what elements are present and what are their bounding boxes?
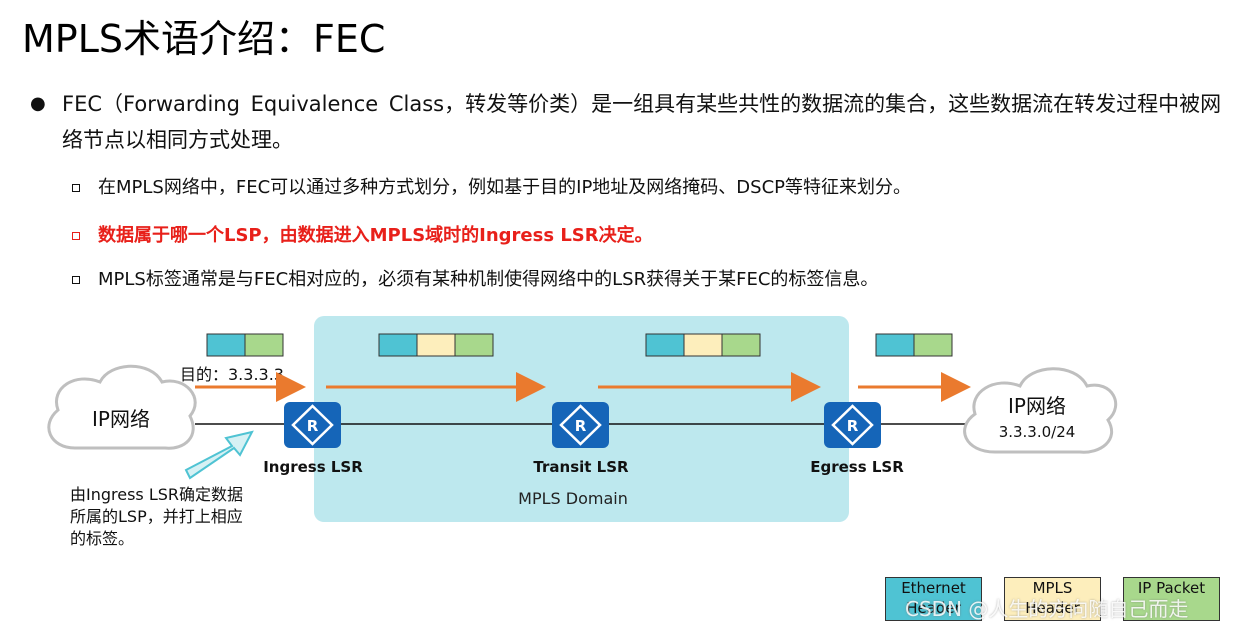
legend-label: IP Packet xyxy=(1137,579,1206,597)
ingress-note: 由Ingress LSR确定数据所属的LSP，并打上相应的标签。 xyxy=(70,485,244,548)
svg-text:R: R xyxy=(307,417,319,435)
page-title: MPLS术语介绍：FEC xyxy=(22,17,386,61)
left-cloud-icon xyxy=(47,364,197,450)
mpls-domain-label: MPLS Domain xyxy=(518,489,628,508)
packet-labeled-1 xyxy=(378,333,494,357)
legend-mpls: MPLS Header xyxy=(1004,577,1101,621)
square-bullet-icon xyxy=(72,276,80,284)
right-cloud-subnet: 3.3.3.0/24 xyxy=(999,423,1076,441)
svg-text:R: R xyxy=(847,417,859,435)
main-bullet-text: FEC（Forwarding Equivalence Class，转发等价类）是… xyxy=(62,92,1222,152)
router-icon: R xyxy=(824,402,881,448)
legend-label: MPLS Header xyxy=(1025,579,1080,617)
sub-bullet-text: MPLS标签通常是与FEC相对应的，必须有某种机制使得网络中的LSR获得关于某F… xyxy=(98,269,879,290)
router-label-egress: Egress LSR xyxy=(810,458,904,476)
legend-label: Ethernet Header xyxy=(901,579,966,617)
svg-text:R: R xyxy=(575,417,587,435)
legend-ip: IP Packet xyxy=(1123,577,1220,621)
watermark: CSDN @人生的方向随自己而走 xyxy=(905,597,1189,621)
router-icon: R xyxy=(552,402,609,448)
destination-label: 目的：3.3.3.3 xyxy=(180,365,284,384)
packet-ingress-in xyxy=(206,333,284,357)
legend-ethernet: Ethernet Header xyxy=(885,577,982,621)
packet-labeled-2 xyxy=(645,333,761,357)
square-bullet-icon xyxy=(72,232,80,240)
router-label-ingress: Ingress LSR xyxy=(263,458,363,476)
right-cloud-label: IP网络 xyxy=(1008,394,1066,418)
router-icon: R xyxy=(284,402,341,448)
left-cloud-label: IP网络 xyxy=(92,407,150,431)
packet-egress-out xyxy=(875,333,953,357)
pointer-arrow-icon xyxy=(184,430,254,480)
square-bullet-icon xyxy=(72,184,80,192)
sub-bullet-text: 在MPLS网络中，FEC可以通过多种方式划分，例如基于目的IP地址及网络掩码、D… xyxy=(98,177,912,198)
router-label-transit: Transit LSR xyxy=(533,458,629,476)
sub-bullet-text: 数据属于哪一个LSP，由数据进入MPLS域时的Ingress LSR决定。 xyxy=(98,225,653,246)
bullet-dot-icon: ● xyxy=(30,93,46,114)
right-cloud-icon xyxy=(963,367,1118,454)
